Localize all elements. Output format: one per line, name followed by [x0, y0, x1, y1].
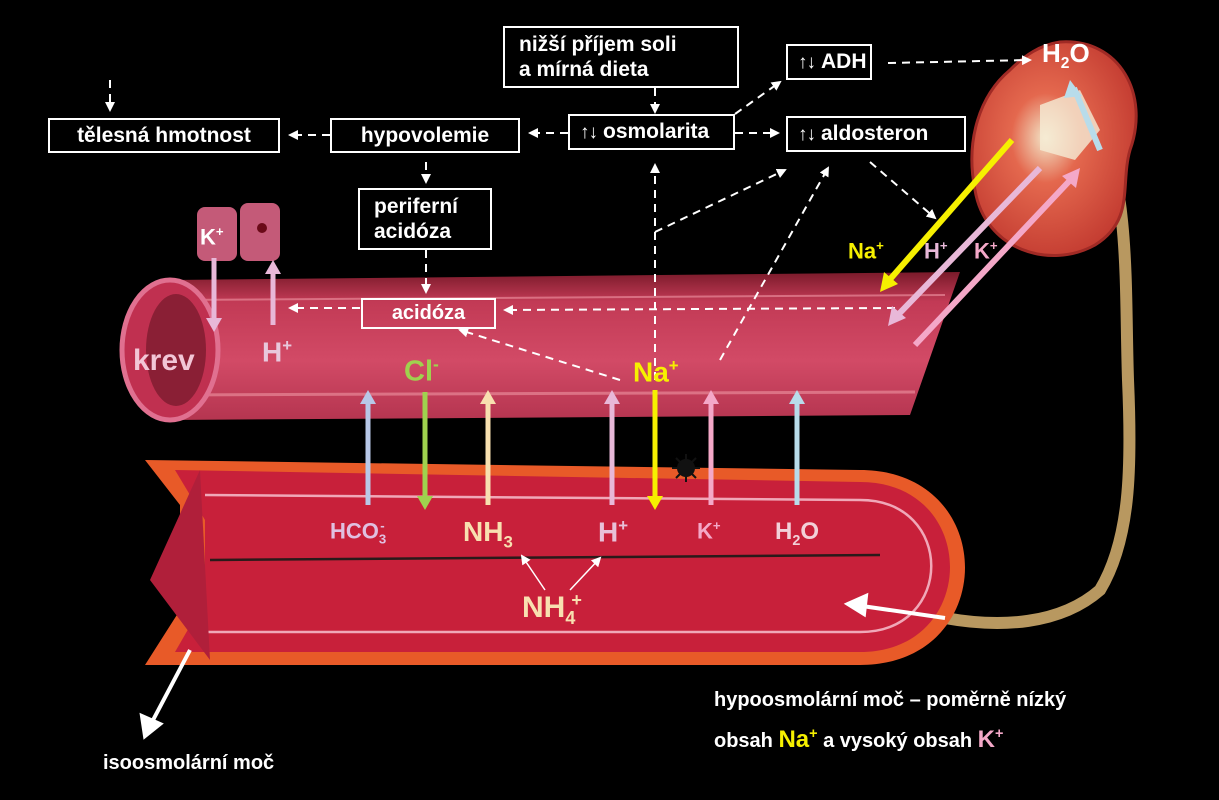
body-weight-box: tělesná hmotnost: [48, 118, 280, 153]
tubule-h-ion: H+: [598, 516, 629, 548]
tubule-transport-arrows: [360, 390, 805, 510]
blood-na-ion: Na+: [633, 356, 679, 388]
tubule: [145, 460, 965, 665]
kidney-h-ion: H+: [924, 238, 948, 264]
hypovolemia-box: hypovolemie: [330, 118, 520, 153]
tubule-k-ion: K+: [697, 518, 721, 544]
adh-label: ADH: [821, 50, 867, 73]
osmolarity-label: osmolarita: [603, 120, 710, 143]
kidney-k-ion: K+: [974, 238, 998, 264]
hypoosmolar-line1: hypoosmolární moč – poměrně nízký: [714, 689, 1067, 711]
adh-arrow-icon: ↑↓: [798, 52, 816, 73]
blood-cl-ion: Cl-: [404, 354, 439, 388]
diet-box: nižší příjem soli a mírná dieta: [503, 26, 739, 88]
cell-arrows: [206, 258, 281, 332]
hypovolemia-label: hypovolemie: [360, 124, 490, 147]
tubule-hco3-ion: HCO3-: [330, 518, 387, 547]
acidosis-label: acidóza: [391, 302, 466, 324]
tubule-h2o-label: H2O: [775, 518, 820, 549]
tubule-nh3-ion: NH3: [463, 516, 513, 552]
isoosmolar-urine-caption: isoosmolární moč: [103, 752, 275, 774]
kidney-h2o-label: H2O: [1042, 38, 1090, 73]
urine-flow-arrows: [139, 592, 946, 740]
peripheral-acidosis-line1: periferní: [374, 195, 459, 218]
hypoosmolar-urine-caption: hypoosmolární moč – poměrně nízký obsah …: [714, 683, 1066, 758]
diet-line2: a mírná dieta: [519, 58, 649, 81]
aldosterone-box: ↑↓aldosteron: [786, 116, 966, 152]
kidney-transport-arrows: [880, 80, 1103, 348]
tubule-nh4-ion: NH4+: [522, 590, 582, 628]
aldosterone-label: aldosteron: [821, 122, 929, 145]
sodium-pump-symbol: [672, 454, 700, 482]
peripheral-acidosis-box: periferní acidóza: [358, 188, 492, 250]
kidney: [970, 40, 1138, 258]
kidney-na-ion: Na+: [848, 238, 884, 264]
ammonium-arrows: [520, 554, 602, 591]
osmolarity-arrow-icon: ↑↓: [580, 122, 598, 143]
cell-k-ion: K+: [200, 224, 224, 250]
aldosterone-arrow-icon: ↑↓: [798, 124, 816, 145]
regulation-arrows: [105, 55, 1032, 381]
body-weight-label: tělesná hmotnost: [77, 124, 251, 147]
diet-line1: nižší příjem soli: [519, 33, 677, 56]
osmolarity-box: ↑↓osmolarita: [568, 114, 735, 150]
blood-vessel: [119, 272, 960, 423]
tissue-cells: [197, 203, 280, 261]
ureter: [943, 117, 1136, 629]
hypoosmolar-line2: obsah Na+ a vysoký obsah K+: [714, 726, 1004, 753]
vessel-label: krev: [133, 344, 195, 377]
cell-h-ion: H+: [262, 336, 293, 368]
adh-box: ↑↓ADH: [786, 44, 872, 80]
acidosis-box: acidóza: [361, 298, 496, 329]
peripheral-acidosis-line2: acidóza: [374, 220, 452, 243]
